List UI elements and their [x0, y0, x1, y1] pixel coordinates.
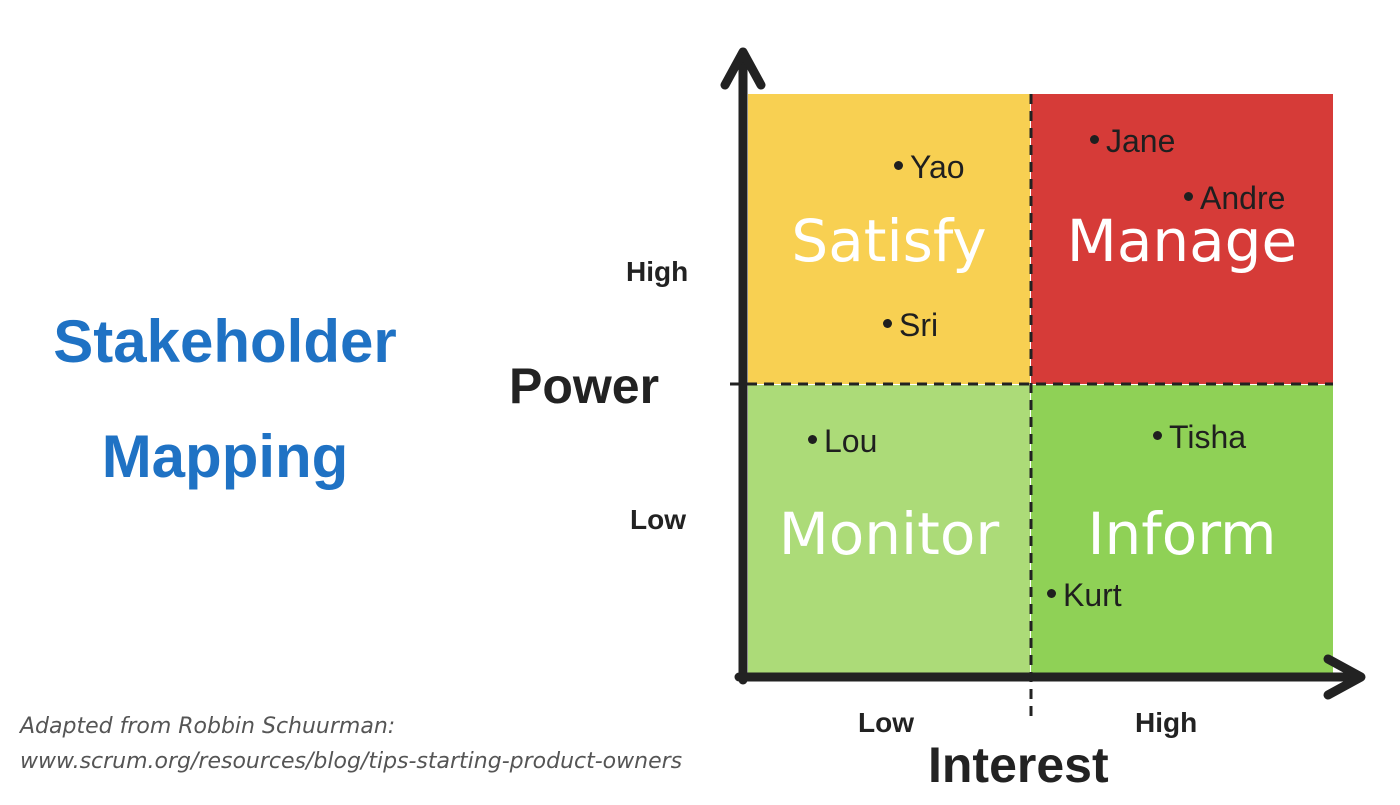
stakeholder-name: Andre	[1200, 180, 1286, 216]
y-axis-title: Power	[509, 358, 660, 414]
bullet-icon	[1090, 135, 1099, 145]
source-caption-line-1: Adapted from Robbin Schuurman:	[20, 714, 396, 739]
y-axis-arrow-icon	[720, 47, 766, 90]
stakeholder-kurt: Kurt	[1047, 579, 1122, 611]
bullet-icon	[894, 161, 903, 171]
stakeholder-name: Jane	[1106, 123, 1176, 159]
y-tick-low: Low	[630, 504, 686, 535]
x-axis-title: Interest	[928, 737, 1109, 793]
stakeholder-yao: Yao	[894, 151, 965, 183]
x-tick-high: High	[1135, 707, 1198, 738]
quadrant-satisfy: Satisfy	[748, 94, 1030, 384]
quadrant-label-inform: Inform	[1087, 500, 1277, 568]
diagram-title-line-1: Stakeholder	[53, 308, 397, 375]
x-tick-low: Low	[858, 707, 914, 738]
diagram-title-line-2: Mapping	[101, 423, 349, 490]
quadrant-monitor: Monitor	[748, 385, 1030, 677]
quadrant-label-manage: Manage	[1066, 207, 1298, 275]
bullet-icon	[1153, 431, 1162, 441]
stakeholder-name: Yao	[910, 149, 965, 185]
stakeholder-jane: Jane	[1090, 125, 1175, 157]
x-axis-arrow-icon	[1323, 654, 1366, 700]
stakeholder-name: Sri	[899, 307, 939, 343]
source-caption-url: www.scrum.org/resources/blog/tips-starti…	[20, 749, 683, 774]
bullet-icon	[1184, 192, 1193, 202]
stakeholder-name: Tisha	[1169, 419, 1247, 455]
quadrant-label-satisfy: Satisfy	[791, 207, 987, 275]
y-tick-high: High	[626, 256, 689, 287]
bullet-icon	[808, 435, 817, 445]
bullet-icon	[883, 319, 892, 329]
bullet-icon	[1047, 589, 1056, 599]
stakeholder-lou: Lou	[808, 425, 877, 457]
quadrant-inform: Inform	[1031, 385, 1333, 677]
stakeholder-name: Lou	[824, 423, 878, 459]
quadrant-label-monitor: Monitor	[778, 500, 1000, 568]
stakeholder-andre: Andre	[1184, 182, 1285, 214]
stakeholder-tisha: Tisha	[1153, 421, 1246, 453]
stakeholder-name: Kurt	[1063, 577, 1122, 613]
stakeholder-sri: Sri	[883, 309, 938, 341]
quadrant-manage: Manage	[1031, 94, 1333, 384]
